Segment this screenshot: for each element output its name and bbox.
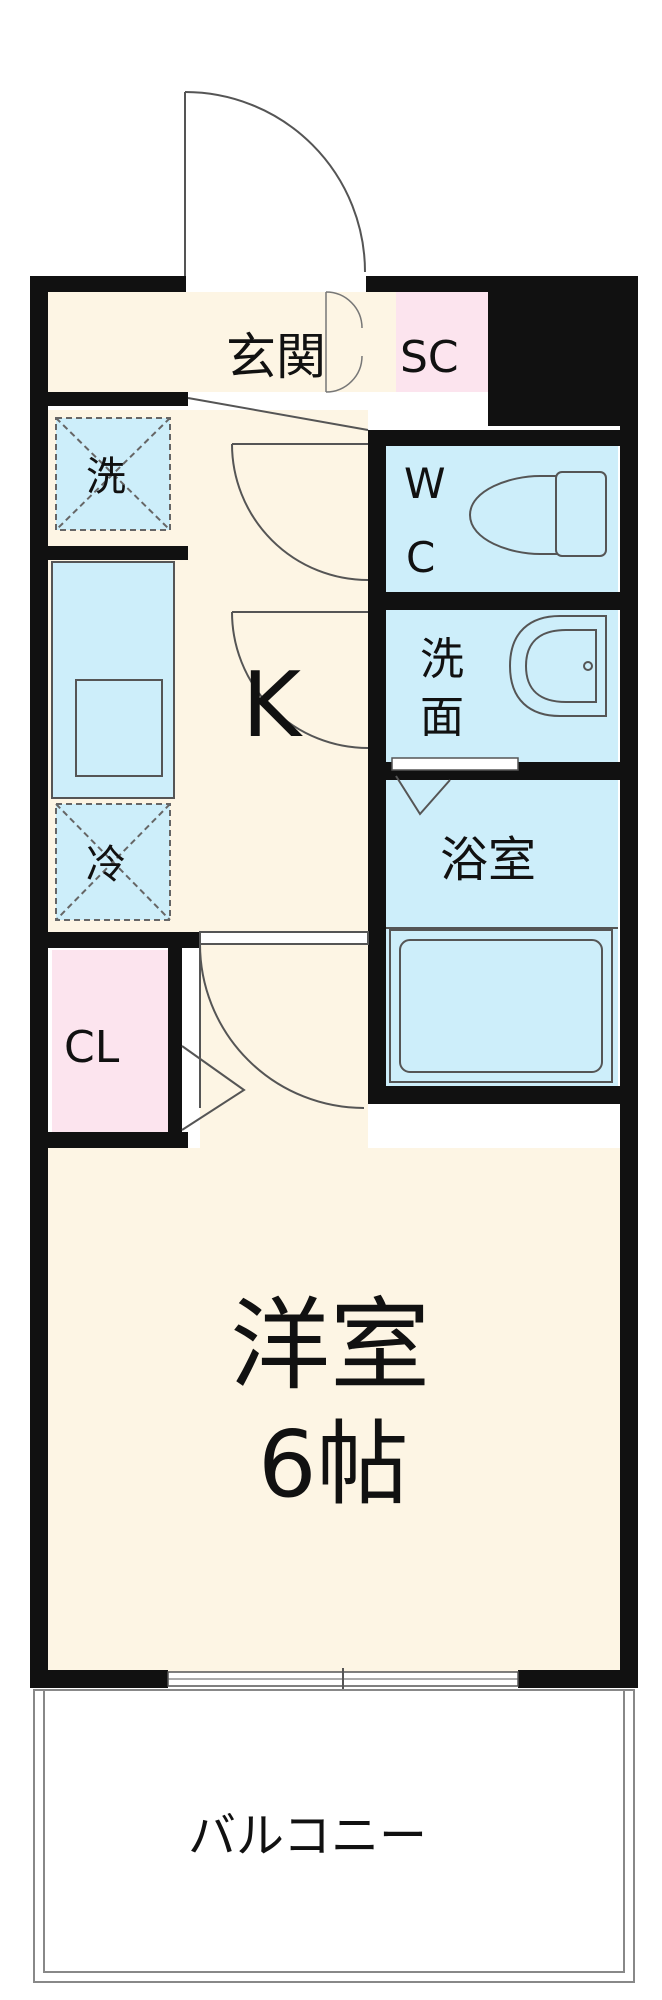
window (167, 1668, 519, 1690)
genkan-step-line (187, 397, 369, 431)
washbasin-icon (508, 615, 607, 717)
room-door (199, 931, 369, 1109)
bathtub-inner (399, 939, 603, 1073)
toilet-icon (468, 471, 607, 557)
closet-area (52, 950, 168, 1132)
walls (30, 276, 638, 1688)
bath-folding-door (395, 775, 451, 816)
balcony (33, 1689, 635, 1983)
entrance-inner-doors (325, 291, 363, 393)
closet-folding-door (181, 1045, 246, 1131)
washstand-door (231, 611, 369, 749)
label-washstand-1: 洗 (420, 634, 464, 685)
genkan-floor (48, 292, 396, 392)
shoe-closet-area (396, 292, 488, 392)
label-toilet-c: C (406, 533, 435, 582)
hall-floor (200, 932, 368, 1148)
label-washstand-2: 面 (420, 692, 464, 743)
label-balcony: バルコニー (188, 1808, 427, 1864)
label-bathroom: 浴室 (440, 832, 536, 888)
toilet-door (231, 443, 369, 581)
label-room-size: 6帖 (258, 1411, 409, 1518)
sink-icon (75, 679, 163, 777)
label-entrance: 玄関 (226, 328, 326, 386)
label-shoe-closet: SC (400, 332, 459, 383)
washer-box (55, 417, 171, 531)
label-fridge: 冷 (86, 842, 126, 888)
label-closet: CL (64, 1022, 120, 1073)
label-washer: 洗 (86, 454, 126, 500)
fridge-box (55, 803, 171, 921)
label-toilet-w: W (404, 459, 446, 508)
entrance-door (184, 91, 366, 280)
bath-door-frame (391, 757, 519, 771)
western-room-floor (48, 1148, 622, 1678)
label-western-room: 洋室 (230, 1287, 430, 1404)
label-kitchen: K (242, 653, 303, 758)
